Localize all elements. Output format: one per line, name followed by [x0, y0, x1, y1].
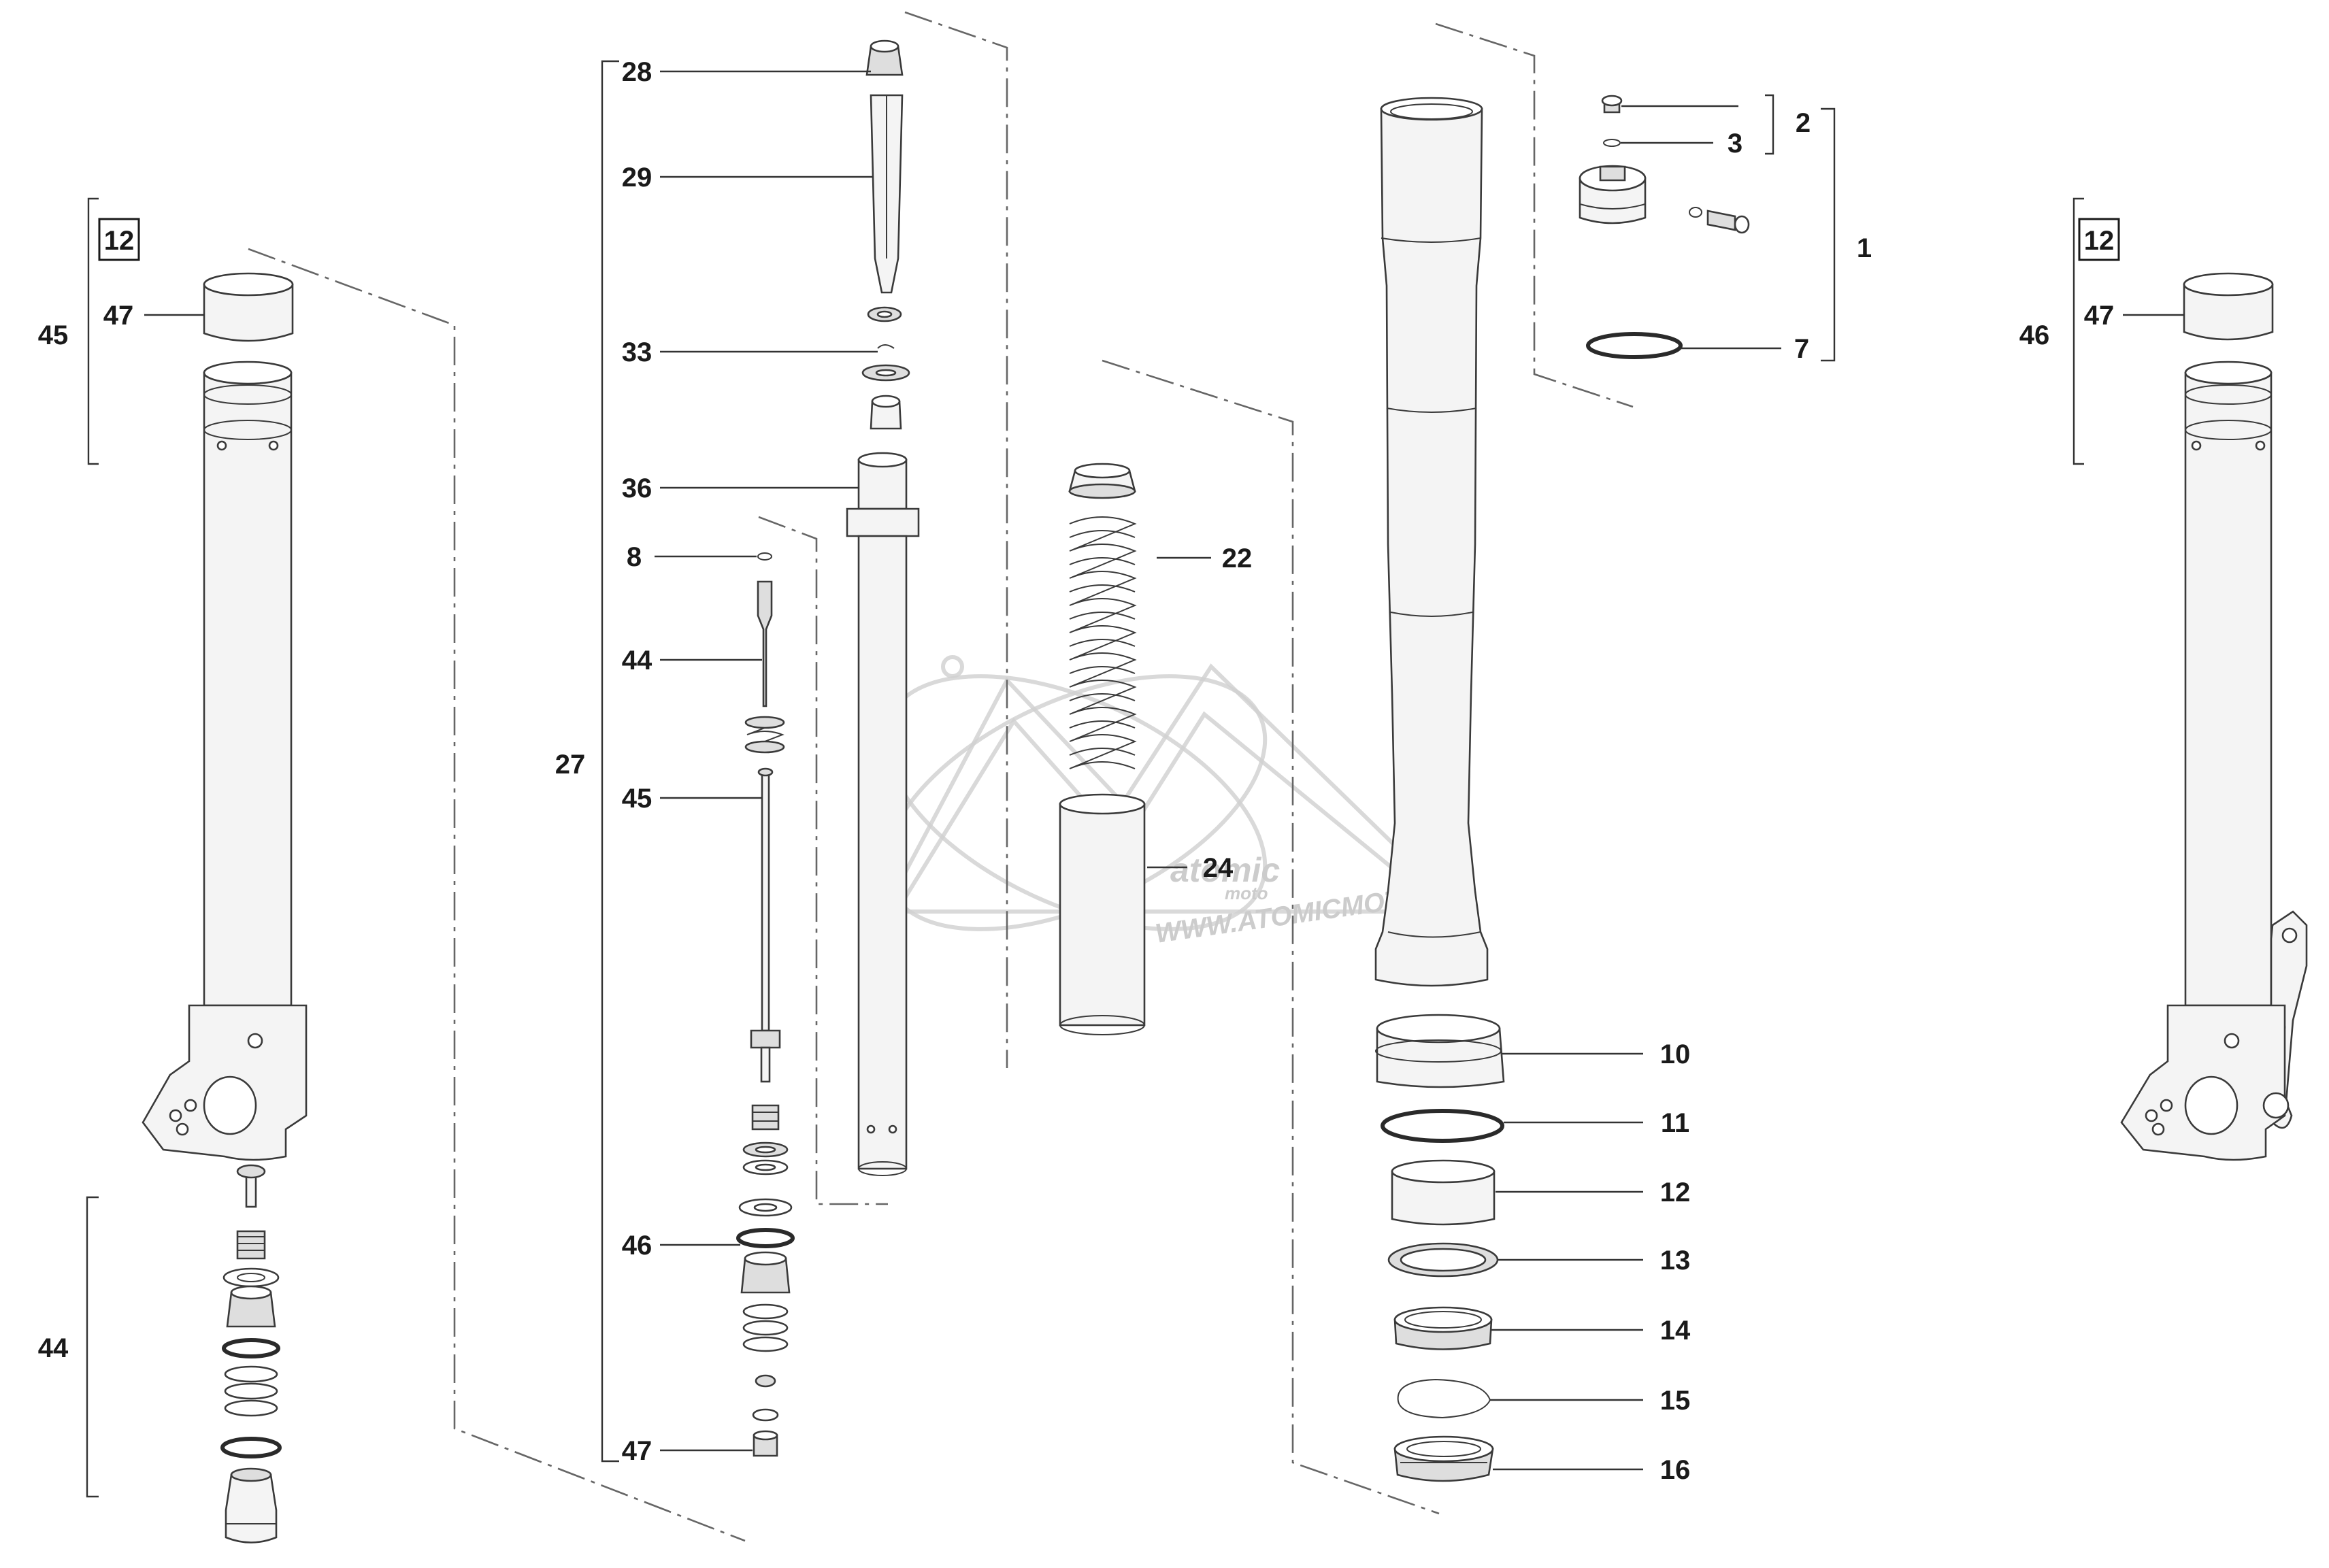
- callout-27: 36: [622, 473, 653, 503]
- group-labels: 45 44 46 47 47: [38, 301, 2115, 1363]
- boxed-label-left-text: 12: [104, 226, 135, 256]
- callout-33: 46: [622, 1231, 653, 1261]
- callout-47-right: 47: [2084, 301, 2115, 331]
- callout-10: 10: [1660, 1039, 1691, 1069]
- callout-1: 1: [1857, 233, 1872, 263]
- callout-46-text: 46: [2019, 320, 2050, 350]
- callout-2: 2: [1796, 108, 1811, 138]
- callout-29: 45: [622, 784, 653, 814]
- boxed-label-right: 12: [2078, 218, 2120, 261]
- boxed-label-left: 12: [98, 218, 140, 261]
- callout-22: 29: [622, 163, 653, 193]
- callout-14: 14: [1660, 1316, 1691, 1346]
- callout-8: 8: [627, 542, 642, 572]
- top-cap-assembly: [1579, 94, 1836, 362]
- callout-12: 12: [1660, 1178, 1691, 1207]
- callout-7: 7: [1794, 334, 1809, 364]
- boxed-label-right-text: 12: [2084, 226, 2115, 256]
- outer-tube-assembly: [1374, 97, 1505, 1482]
- callout-28: 44: [622, 646, 653, 675]
- callout-18: 22: [1222, 544, 1253, 573]
- inner-damper-assembly: [601, 39, 920, 1463]
- callout-11: 11: [1661, 1108, 1689, 1138]
- left-fork-assembly: [142, 272, 308, 1544]
- callout-24: 33: [622, 337, 653, 367]
- callout-19: 24: [1203, 853, 1234, 883]
- callout-44-text: 44: [38, 1333, 69, 1363]
- callout-36: 47: [622, 1436, 653, 1466]
- callout-16: 16: [1660, 1455, 1691, 1485]
- callout-21: 28: [622, 57, 653, 87]
- callout-20: 27: [555, 750, 586, 780]
- callout-45-text: 45: [38, 320, 69, 350]
- watermark-brand: atomic: [1170, 851, 1280, 889]
- leader-lines: [144, 70, 2184, 1471]
- callout-3: 3: [1728, 129, 1742, 159]
- right-fork-assembly: [2120, 272, 2308, 1161]
- watermark-logo: atomic moto WWW.ATOMICMOTO.FR: [881, 655, 1468, 949]
- callout-47-left: 47: [103, 301, 134, 331]
- watermark-brand-sub: moto: [1225, 883, 1268, 903]
- dashed-assembly-lines: [248, 11, 1634, 1542]
- group-brackets: [86, 197, 2084, 1498]
- callout-13: 13: [1660, 1246, 1691, 1275]
- callout-labels: 28 29 33 36 8 44 27 45 46 47 22 24 10 11…: [555, 57, 1872, 1485]
- callout-15: 15: [1660, 1386, 1691, 1416]
- spring-assembly: [1059, 463, 1146, 1035]
